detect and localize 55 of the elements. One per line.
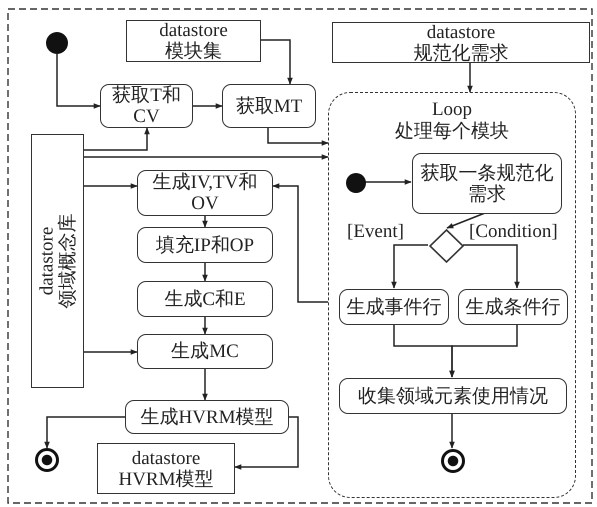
arrow bbox=[365, 179, 412, 185]
action-box: 生成C和E bbox=[137, 281, 273, 317]
action-box: 生成HVRM模型 bbox=[125, 400, 289, 434]
store-label: datastore bbox=[426, 22, 496, 42]
loop-frame bbox=[328, 92, 576, 498]
store-name: HVRM模型 bbox=[118, 468, 214, 490]
arrow bbox=[202, 216, 208, 228]
action-box: 生成MC bbox=[137, 334, 273, 369]
action-box: 获取一条规范化需求 bbox=[412, 153, 562, 214]
action-box: 生成条件行 bbox=[458, 289, 568, 325]
arrow bbox=[449, 324, 518, 378]
store-name: 模块集 bbox=[165, 41, 222, 62]
arrow bbox=[267, 128, 329, 146]
loop-title: 处理每个模块 bbox=[394, 121, 510, 143]
start-dot bbox=[346, 173, 366, 193]
action-box: 填充IP和OP bbox=[137, 227, 273, 263]
store-name: 规范化需求 bbox=[414, 42, 508, 64]
arrow bbox=[272, 183, 328, 303]
datastore-box bbox=[31, 134, 84, 388]
store-name: 领域概念库 bbox=[58, 214, 78, 308]
arrow bbox=[84, 183, 138, 189]
arrow bbox=[202, 263, 208, 282]
action-box: 获取MT bbox=[222, 84, 316, 128]
arrow bbox=[44, 416, 125, 449]
datastore-box bbox=[332, 22, 590, 63]
arrow bbox=[193, 103, 223, 109]
decision-diamond bbox=[429, 229, 464, 263]
arrow bbox=[449, 413, 455, 449]
arrow bbox=[84, 127, 150, 151]
arrow bbox=[261, 39, 293, 85]
loop-label: Loop bbox=[430, 99, 474, 121]
store-label: datastore bbox=[159, 20, 228, 41]
arrow bbox=[84, 349, 138, 355]
arrow bbox=[56, 54, 101, 109]
store-label: datastore bbox=[36, 226, 58, 298]
arrow bbox=[463, 244, 520, 289]
arrow bbox=[202, 317, 208, 335]
arrow bbox=[84, 154, 329, 160]
end-bullseye bbox=[35, 448, 59, 472]
datastore-box bbox=[97, 443, 235, 494]
datastore-box bbox=[126, 20, 261, 62]
arrow bbox=[446, 212, 486, 229]
arrow bbox=[467, 63, 473, 93]
edge-label: [Condition] bbox=[468, 222, 559, 242]
arrow bbox=[202, 369, 208, 401]
action-box: 获取T和CV bbox=[100, 84, 193, 128]
action-box: 收集领域元素使用情况 bbox=[339, 378, 567, 414]
start-dot bbox=[46, 32, 68, 54]
arrow bbox=[234, 416, 299, 470]
edge-label: [Event] bbox=[346, 222, 405, 242]
end-bullseye bbox=[441, 449, 465, 473]
store-label: datastore bbox=[132, 448, 200, 468]
action-box: 生成事件行 bbox=[339, 289, 449, 325]
arrow bbox=[391, 244, 428, 289]
action-box: 生成IV,TV和OV bbox=[137, 170, 273, 216]
